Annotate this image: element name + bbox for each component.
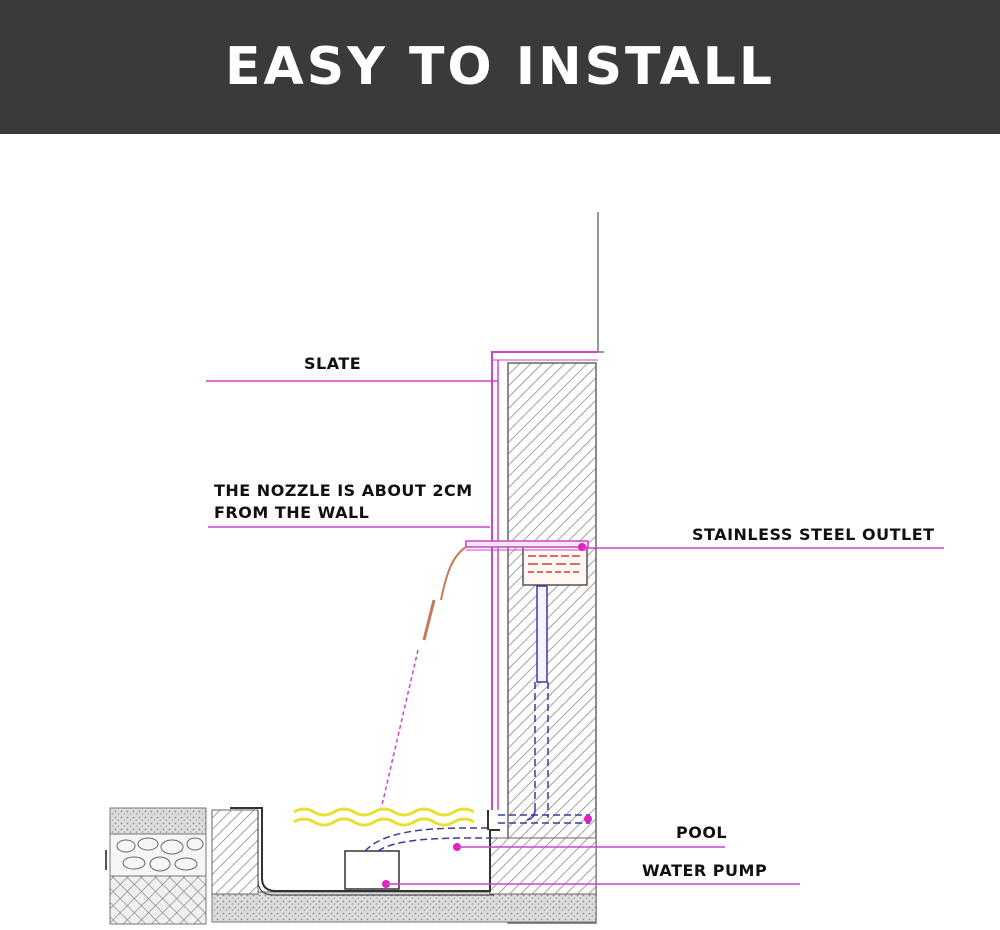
label-pump: WATER PUMP [642, 861, 767, 880]
water-stream [381, 546, 467, 806]
supply-pipe [498, 585, 592, 824]
water-surface [293, 807, 475, 827]
water-pump [344, 827, 492, 890]
concrete-wall [507, 362, 597, 924]
outlet-box [522, 544, 588, 586]
installation-diagram: SLATE THE NOZZLE IS ABOUT 2CM FROM THE W… [105, 212, 944, 925]
slate-panel [491, 351, 598, 810]
stainless-outlet [465, 540, 589, 551]
page-title: EASY TO INSTALL [224, 37, 776, 97]
leader-lines [206, 380, 944, 885]
label-slate: SLATE [304, 354, 361, 373]
label-nozzle-line2: FROM THE WALL [214, 503, 369, 522]
upper-wall-line [590, 212, 604, 353]
header-banner: EASY TO INSTALL [0, 0, 1000, 134]
label-outlet: STAINLESS STEEL OUTLET [692, 525, 935, 544]
label-nozzle-line1: THE NOZZLE IS ABOUT 2CM [214, 481, 473, 500]
stone-block [105, 807, 207, 925]
label-pool: POOL [676, 823, 727, 842]
